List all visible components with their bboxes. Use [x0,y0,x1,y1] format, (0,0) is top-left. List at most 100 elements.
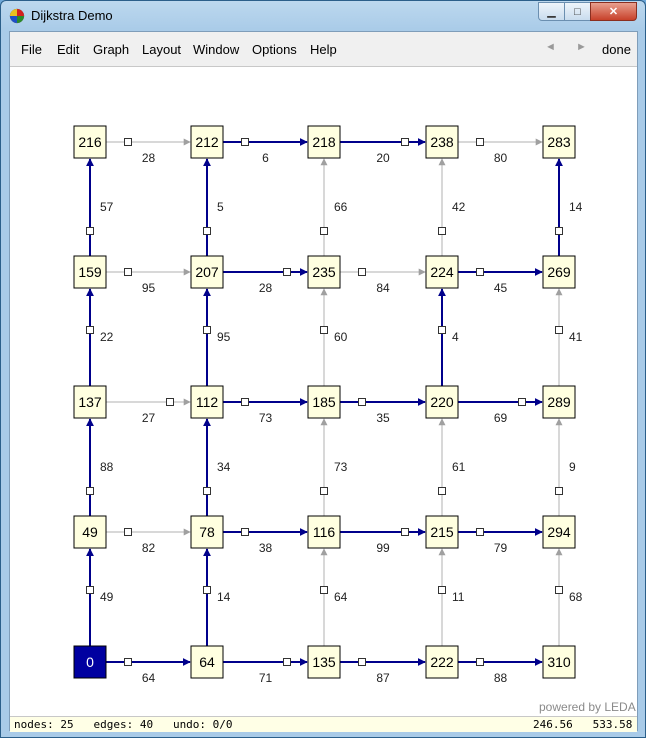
graph-edge[interactable]: 38 [223,528,308,556]
graph-edge[interactable]: 11 [438,548,465,646]
edge-handle[interactable] [358,658,366,666]
graph-edge[interactable]: 4 [438,288,460,386]
graph-node[interactable]: 64 [190,645,224,679]
edge-handle[interactable] [86,487,94,495]
graph-edge[interactable]: 69 [458,398,543,426]
edge-handle[interactable] [320,487,328,495]
graph-edge[interactable]: 49 [86,548,114,646]
graph-edge[interactable]: 22 [86,288,114,386]
edge-handle[interactable] [401,528,409,536]
edge-handle[interactable] [358,398,366,406]
edge-handle[interactable] [555,227,563,235]
edge-handle[interactable] [283,268,291,276]
edge-handle[interactable] [401,138,409,146]
edge-handle[interactable] [124,138,132,146]
graph-edge[interactable]: 61 [438,418,466,516]
prev-arrow-icon[interactable]: ◄ [545,41,556,53]
graph-edge[interactable]: 35 [340,398,426,426]
edge-handle[interactable] [241,528,249,536]
edge-handle[interactable] [203,227,211,235]
edge-handle[interactable] [476,138,484,146]
graph-node[interactable]: 78 [190,515,224,549]
edge-handle[interactable] [320,586,328,594]
graph-node[interactable]: 289 [542,385,576,419]
edge-handle[interactable] [438,586,446,594]
graph-edge[interactable]: 71 [223,658,308,686]
edge-handle[interactable] [203,326,211,334]
graph-edge[interactable]: 57 [86,158,114,256]
graph-node[interactable]: 116 [307,515,341,549]
edge-handle[interactable] [555,326,563,334]
graph-node[interactable]: 49 [73,515,107,549]
menu-graph[interactable]: Graph [93,42,130,57]
graph-node[interactable]: 0 [73,645,107,679]
graph-edge[interactable]: 95 [106,268,191,296]
edge-handle[interactable] [518,398,526,406]
graph-node[interactable]: 216 [73,125,107,159]
edge-handle[interactable] [86,586,94,594]
close-button[interactable]: ✕ [590,2,637,21]
edge-handle[interactable] [124,658,132,666]
edge-handle[interactable] [241,138,249,146]
graph-node[interactable]: 185 [307,385,341,419]
graph-edge[interactable]: 84 [340,268,426,296]
menu-options[interactable]: Options [252,42,297,57]
edge-handle[interactable] [320,227,328,235]
edge-handle[interactable] [283,658,291,666]
edge-handle[interactable] [555,487,563,495]
graph-edge[interactable]: 5 [203,158,225,256]
graph-edge[interactable]: 87 [340,658,426,686]
graph-edge[interactable]: 42 [438,158,466,256]
graph-node[interactable]: 220 [425,385,459,419]
graph-node[interactable]: 235 [307,255,341,289]
graph-node[interactable]: 222 [425,645,459,679]
graph-node[interactable]: 135 [307,645,341,679]
graph-edge[interactable]: 45 [458,268,543,296]
title-bar[interactable]: Dijkstra Demo ▁ □ ✕ [1,1,645,31]
edge-handle[interactable] [476,528,484,536]
graph-edge[interactable]: 82 [106,528,191,556]
edge-handle[interactable] [438,487,446,495]
menu-help[interactable]: Help [310,42,337,57]
edge-handle[interactable] [358,268,366,276]
graph-node[interactable]: 212 [190,125,224,159]
graph-edge[interactable]: 73 [320,418,348,516]
graph-node[interactable]: 310 [542,645,576,679]
edge-handle[interactable] [203,586,211,594]
menu-window[interactable]: Window [193,42,240,57]
graph-node[interactable]: 207 [190,255,224,289]
graph-node[interactable]: 238 [425,125,459,159]
next-arrow-icon[interactable]: ► [576,41,587,53]
graph-edge[interactable]: 34 [203,418,231,516]
graph-edge[interactable]: 28 [223,268,308,296]
graph-node[interactable]: 269 [542,255,576,289]
graph-edge[interactable]: 64 [106,658,191,686]
graph-edge[interactable]: 79 [458,528,543,556]
edge-handle[interactable] [320,326,328,334]
graph-node[interactable]: 218 [307,125,341,159]
maximize-button[interactable]: □ [564,2,591,21]
graph-edge[interactable]: 27 [106,398,191,426]
menu-file[interactable]: File [21,42,42,57]
graph-edge[interactable]: 88 [86,418,114,516]
edge-handle[interactable] [124,268,132,276]
graph-edge[interactable]: 60 [320,288,348,386]
edge-handle[interactable] [438,227,446,235]
menu-edit[interactable]: Edit [57,42,80,57]
graph-node[interactable]: 159 [73,255,107,289]
edge-handle[interactable] [124,528,132,536]
edge-handle[interactable] [86,227,94,235]
edge-handle[interactable] [555,586,563,594]
done-button[interactable]: done [602,42,631,57]
minimize-button[interactable]: ▁ [538,2,565,21]
graph-edge[interactable]: 20 [340,138,426,166]
graph-edge[interactable]: 68 [555,548,583,646]
graph-edge[interactable]: 66 [320,158,348,256]
edge-handle[interactable] [203,487,211,495]
graph-node[interactable]: 294 [542,515,576,549]
menu-layout[interactable]: Layout [142,42,182,57]
graph-edge[interactable]: 88 [458,658,543,686]
edge-handle[interactable] [476,268,484,276]
